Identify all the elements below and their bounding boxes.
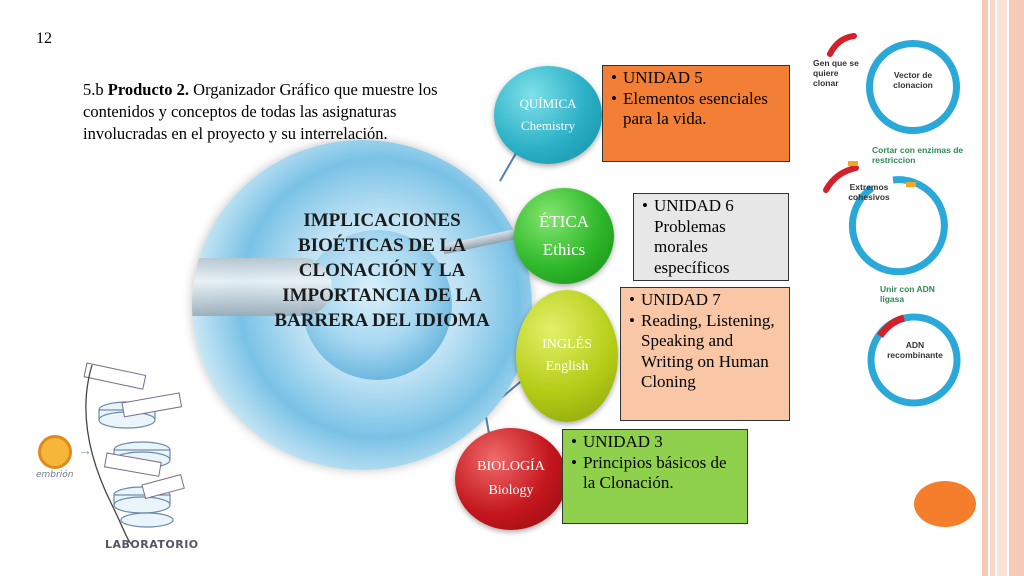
box-item: UNIDAD 6 Problemas morales específicos bbox=[642, 196, 782, 278]
content-box-biologia: UNIDAD 3 Principios básicos de la Clonac… bbox=[562, 429, 748, 524]
cut-label: Cortar con enzimas de restriccion bbox=[872, 145, 964, 165]
vector-ring bbox=[866, 40, 960, 134]
box-item: Elementos esenciales para la vida. bbox=[611, 89, 783, 130]
instruction-prefix: 5.b bbox=[83, 80, 108, 99]
content-box-quimica: UNIDAD 5 Elementos esenciales para la vi… bbox=[602, 65, 790, 162]
node-ingles: INGLÉS English bbox=[516, 290, 618, 422]
node-label: INGLÉS bbox=[542, 337, 592, 352]
recombinant-label: ADN recombinante bbox=[887, 340, 943, 360]
node-label: QUÍMICA bbox=[519, 96, 577, 111]
box-item: Reading, Listening, Speaking and Writing… bbox=[629, 311, 783, 393]
embryo-label: embrión bbox=[36, 470, 74, 480]
cell-nucleus bbox=[302, 230, 452, 380]
instruction-bold: Producto 2. bbox=[107, 80, 190, 99]
node-label-en: Chemistry bbox=[520, 118, 576, 133]
lab-label: LABORATORIO bbox=[105, 538, 199, 551]
central-title: IMPLICACIONES BIOÉTICAS DE LA CLONACIÓN … bbox=[274, 210, 490, 331]
right-border-stripe bbox=[997, 0, 1007, 576]
cohesive-ends-ring bbox=[823, 161, 948, 275]
right-border-stripe bbox=[990, 0, 995, 576]
holding-pipette bbox=[192, 258, 332, 316]
box-item: Principios básicos de la Clonación. bbox=[571, 453, 741, 494]
node-quimica: QUÍMICA Chemistry bbox=[494, 66, 602, 164]
box-item: UNIDAD 7 bbox=[629, 290, 783, 311]
node-label: ÉTICA bbox=[538, 212, 590, 231]
content-box-ingles: UNIDAD 7 Reading, Listening, Speaking an… bbox=[620, 287, 790, 421]
instruction-rest: Organizador Gráfico que muestre los cont… bbox=[83, 80, 438, 143]
vector-label: Vector de clonacion bbox=[893, 70, 933, 90]
cohesive-ends-label: Extremos cohesivos bbox=[848, 182, 890, 202]
embryo-icon bbox=[38, 435, 72, 469]
arrow-icon: → bbox=[78, 444, 92, 459]
slide-number: 12 bbox=[36, 30, 52, 47]
box-item: UNIDAD 5 bbox=[611, 68, 783, 89]
ligase-label: Unir con ADN ligasa bbox=[880, 284, 935, 304]
node-label-en: Ethics bbox=[542, 240, 586, 259]
lab-petri-dish-illustration bbox=[83, 362, 185, 546]
gene-label: Gen que se quiere clonar bbox=[813, 58, 859, 88]
right-border-stripe bbox=[1009, 0, 1024, 576]
recombinant-dna-ring bbox=[867, 313, 961, 407]
content-box-etica: UNIDAD 6 Problemas morales específicos bbox=[633, 193, 789, 281]
gene-fragment-icon bbox=[827, 33, 857, 57]
instruction-text: 5.b Producto 2. Organizador Gráfico que … bbox=[83, 79, 463, 145]
node-label-en: English bbox=[545, 359, 589, 374]
node-label-en: Biology bbox=[488, 483, 534, 498]
decorative-orange-oval bbox=[914, 481, 976, 527]
node-label: BIOLOGÍA bbox=[477, 459, 545, 474]
box-item: UNIDAD 3 bbox=[571, 432, 741, 453]
right-border-stripe bbox=[982, 0, 988, 576]
node-biologia: BIOLOGÍA Biology bbox=[455, 428, 567, 530]
node-etica: ÉTICA Ethics bbox=[514, 188, 614, 284]
central-cell-image bbox=[192, 140, 532, 470]
